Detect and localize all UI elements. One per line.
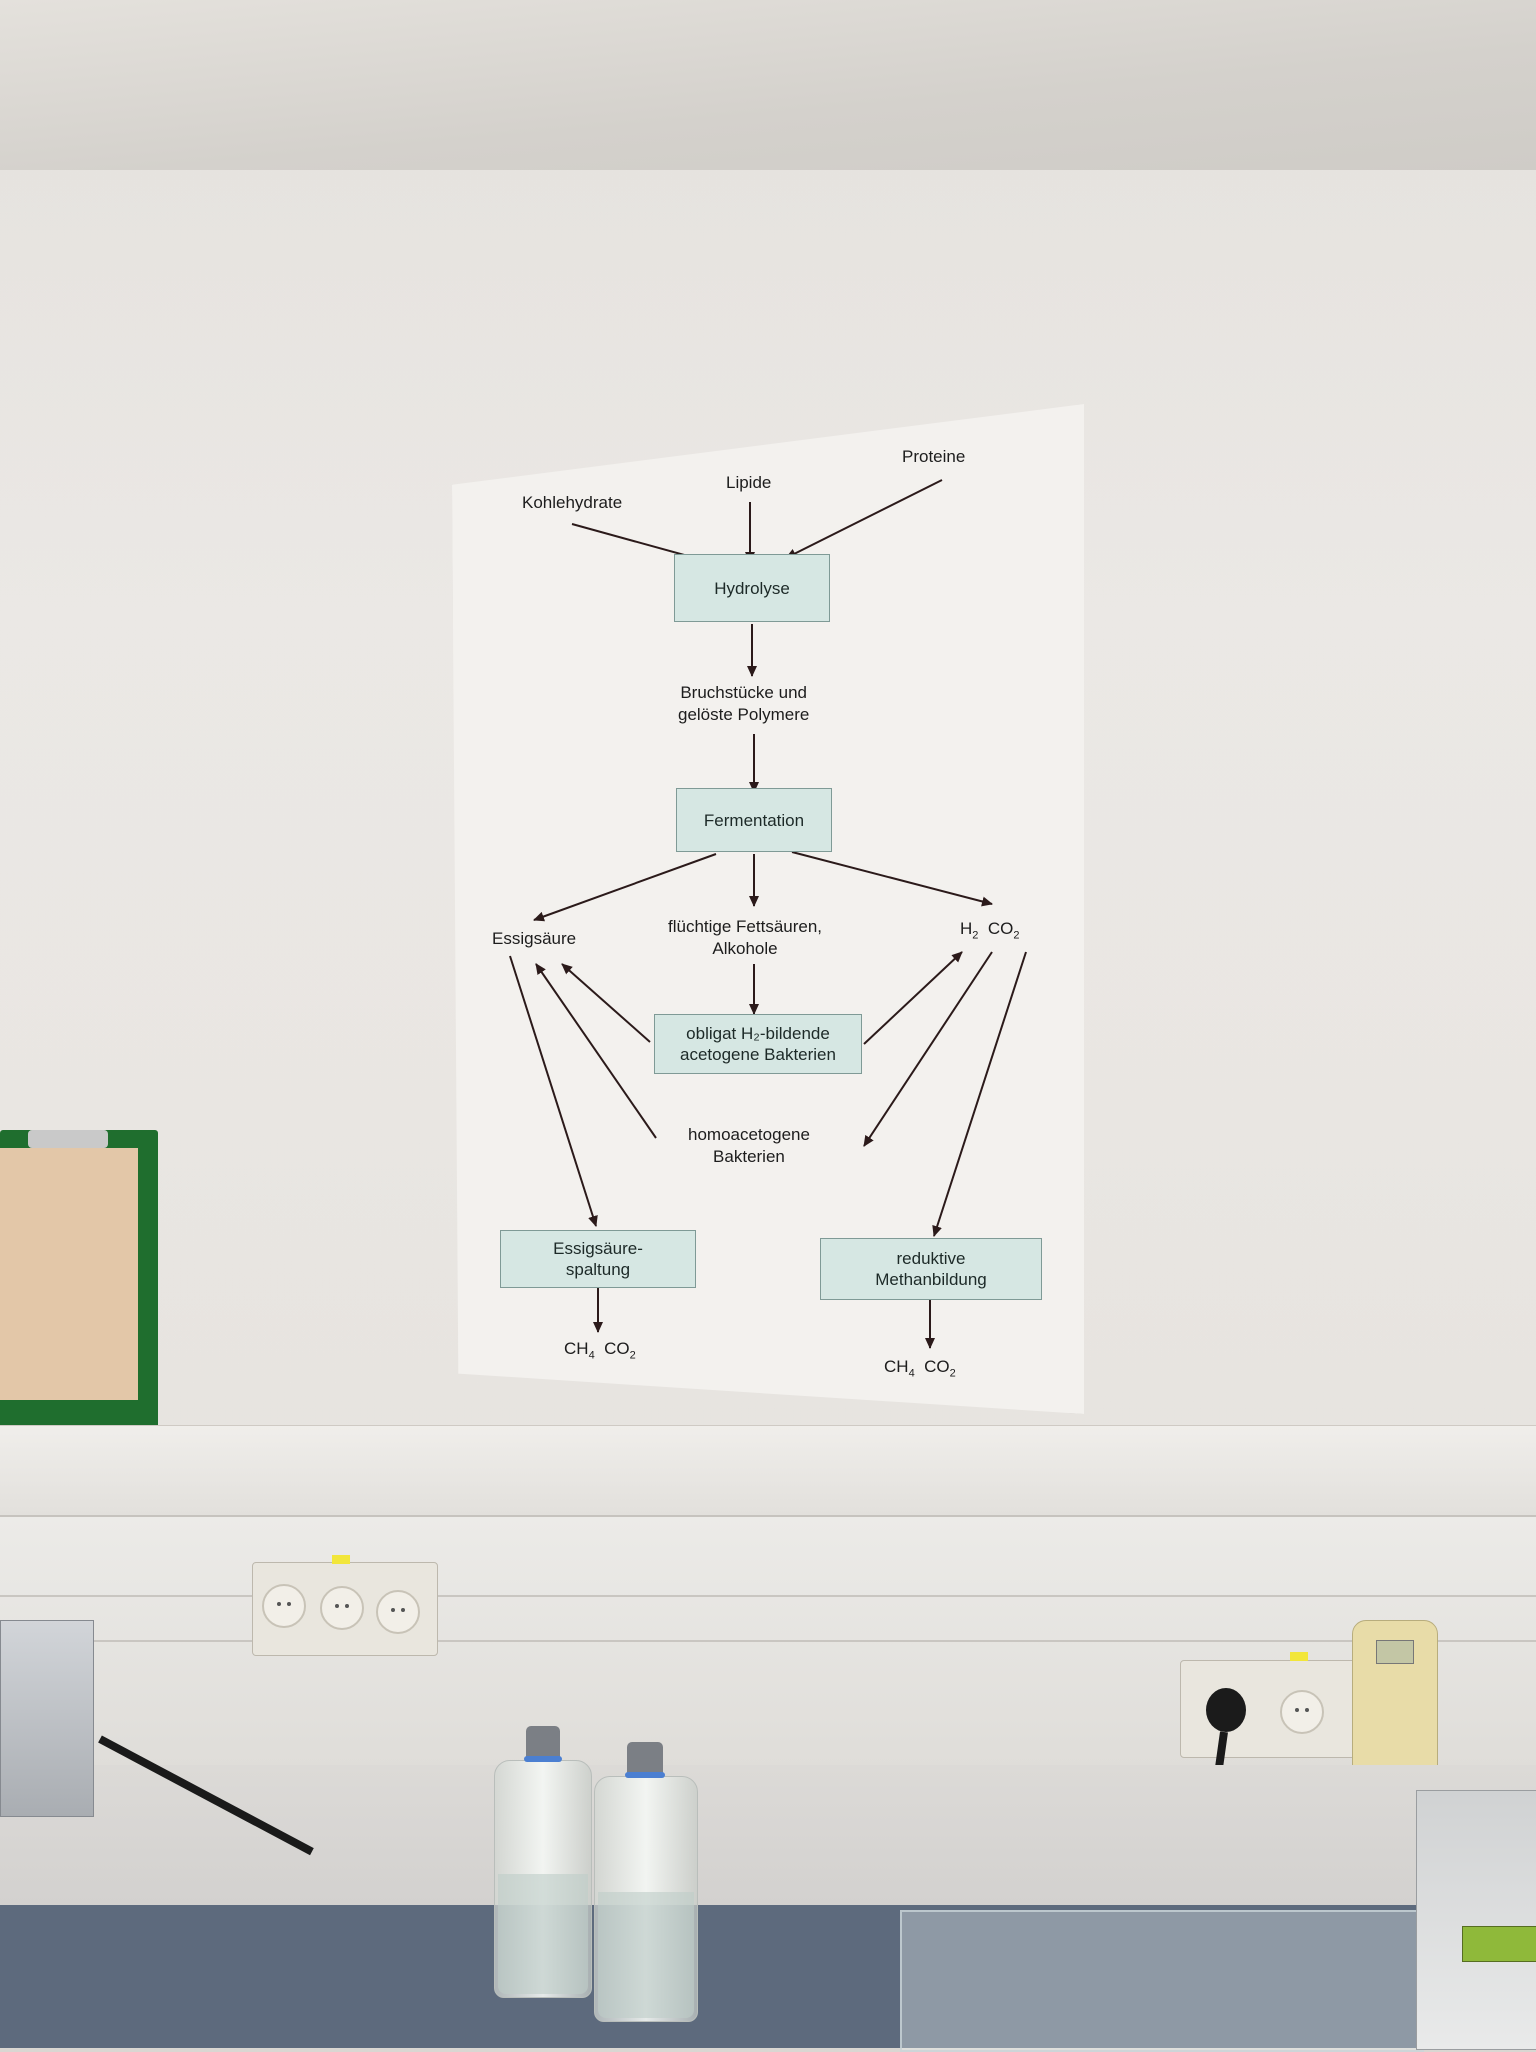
box-hydrolysis-label: Hydrolyse xyxy=(714,578,790,598)
bottle-right-cap xyxy=(627,1742,663,1774)
label-homo-line1: homoacetogene xyxy=(688,1125,810,1144)
label-volatile-line1: flüchtige Fettsäuren, xyxy=(668,917,823,936)
arrow-acetogenic-h2 xyxy=(863,951,963,1045)
label-co-left-sub: 2 xyxy=(629,1349,636,1362)
label-h-sub: 2 xyxy=(972,929,979,942)
methane-formation-poster: Kohlehydrate Lipide Proteine Hydrolyse B… xyxy=(452,404,1084,1414)
label-ch-left: CH xyxy=(564,1339,589,1358)
label-ch-right: CH xyxy=(884,1357,909,1376)
bottle-left-liquid xyxy=(498,1874,588,1994)
label-ch-left-sub: 4 xyxy=(588,1349,595,1362)
bottle-right-ring xyxy=(625,1772,665,1778)
label-proteins: Proteine xyxy=(902,447,966,466)
bottle-left-cap xyxy=(526,1726,560,1758)
arrow-homo-acetic xyxy=(535,963,657,1139)
bottle-right xyxy=(594,1776,698,2022)
arrow-fermentation-h2 xyxy=(791,851,993,907)
poster-arrows xyxy=(509,479,1027,1349)
label-fragments: Bruchstücke und gelöste Polymere xyxy=(678,682,809,726)
device-display xyxy=(1462,1926,1536,1962)
clipboard-paper xyxy=(0,1148,138,1400)
box-fermentation-label: Fermentation xyxy=(703,810,805,830)
box-acetogenic: obligat H₂-bildende acetogene Bakterien xyxy=(654,1014,862,1074)
label-ch-right-sub: 4 xyxy=(908,1367,915,1380)
label-fragments-line1: Bruchstücke und xyxy=(680,683,807,702)
arrow-acetic-cleavage xyxy=(509,955,598,1227)
bottle-left xyxy=(494,1760,592,1998)
arrow-acetogenic-acetic xyxy=(561,963,651,1043)
black-plug xyxy=(1206,1688,1246,1732)
box-cleavage-line2: spaltung xyxy=(565,1260,631,1279)
label-co-sub: 2 xyxy=(1013,929,1020,942)
arrow-proteins-hydrolysis xyxy=(785,479,943,559)
label-products-left: CH4 CO2 xyxy=(564,1338,636,1366)
arrow-h2-reductive xyxy=(932,951,1027,1237)
lab-device-right xyxy=(1416,1790,1536,2050)
ceiling xyxy=(0,0,1536,170)
box-acetate-cleavage: Essigsäure- spaltung xyxy=(500,1230,696,1288)
label-h2-co2: H2 CO2 xyxy=(960,918,1019,946)
clipboard-clip xyxy=(28,1130,108,1148)
box-reductive-line2: Methanbildung xyxy=(875,1270,987,1289)
label-co-right: CO xyxy=(924,1357,950,1376)
socket-3[interactable] xyxy=(376,1590,420,1634)
lower-wall xyxy=(0,1765,1536,1905)
label-products-right: CH4 CO2 xyxy=(884,1356,956,1384)
label-co-right-sub: 2 xyxy=(949,1367,956,1380)
label-carbohydrates: Kohlehydrate xyxy=(522,493,623,512)
label-lipids: Lipide xyxy=(726,473,772,492)
wall-shelf xyxy=(0,1425,1536,1516)
plexiglass-box xyxy=(900,1910,1424,2052)
box-fermentation: Fermentation xyxy=(676,788,832,852)
lab-bench xyxy=(0,1905,1536,2048)
socket-4[interactable] xyxy=(1280,1690,1324,1734)
label-fragments-line2: gelöste Polymere xyxy=(678,705,810,724)
arrow-h2-homo xyxy=(863,951,993,1147)
arrow-fermentation-acetic xyxy=(533,853,717,922)
label-volatile-line2: Alkohole xyxy=(712,939,778,958)
box-reductive: reduktive Methanbildung xyxy=(820,1238,1042,1300)
bottle-left-ring xyxy=(524,1756,562,1762)
label-volatile: flüchtige Fettsäuren, Alkohole xyxy=(668,916,822,960)
box-acetogenic-line2: acetogene Bakterien xyxy=(680,1045,836,1064)
yellow-tag-left xyxy=(332,1555,350,1564)
box-reductive-line1: reduktive xyxy=(896,1249,966,1268)
box-acetogenic-line1: obligat H₂-bildende xyxy=(686,1024,830,1043)
label-co: CO xyxy=(987,919,1014,938)
label-homoacetogenic: homoacetogene Bakterien xyxy=(688,1124,810,1168)
socket-1[interactable] xyxy=(262,1584,306,1628)
label-acetic-acid: Essigsäure xyxy=(492,929,577,948)
label-homo-line2: Bakterien xyxy=(713,1147,785,1166)
timer-display xyxy=(1376,1640,1414,1664)
box-hydrolysis: Hydrolyse xyxy=(674,554,830,622)
box-cleavage-line1: Essigsäure- xyxy=(553,1239,643,1258)
duct-line-2 xyxy=(0,1640,1536,1642)
bottle-right-liquid xyxy=(598,1892,694,2018)
socket-2[interactable] xyxy=(320,1586,364,1630)
label-h: H xyxy=(960,919,973,938)
duct-line-1 xyxy=(0,1595,1536,1597)
lab-device-left xyxy=(0,1620,94,1817)
yellow-tag-right xyxy=(1290,1652,1308,1661)
label-co-left: CO xyxy=(604,1339,630,1358)
